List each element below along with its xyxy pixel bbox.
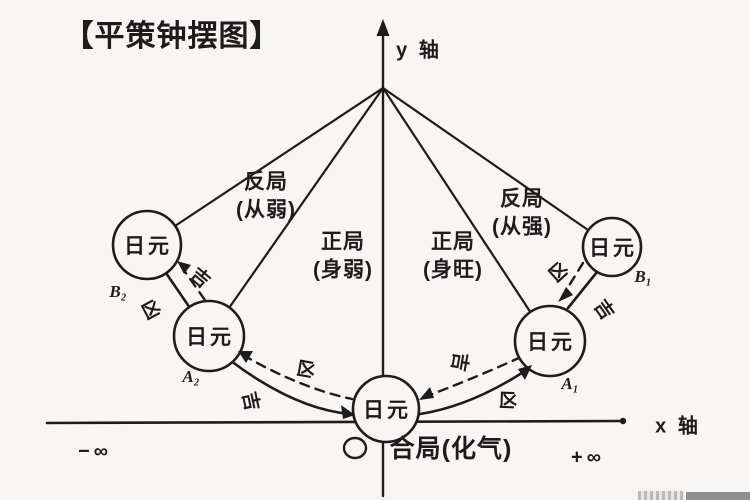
arrow-dashed-lower-left bbox=[238, 351, 253, 363]
positive-infinity-label: +∞ bbox=[571, 446, 605, 469]
region-left-inner-line1: 正局 bbox=[321, 230, 365, 254]
arrow-solid-right-arc bbox=[518, 365, 532, 380]
region-label-reverse-follow-strong: 反局 (从强) bbox=[492, 185, 552, 240]
path-segment-upper-left bbox=[164, 271, 192, 310]
region-right-outer-line2: (从强) bbox=[492, 215, 552, 238]
node-circle-upper-left bbox=[111, 209, 183, 281]
path-segment-upper-right bbox=[566, 270, 599, 310]
region-left-outer-line1: 反局 bbox=[244, 170, 288, 194]
dashed-arc-lower-right bbox=[422, 355, 523, 399]
node-label-upper-left: 日元 bbox=[124, 235, 172, 258]
arrow-dashed-lower-right bbox=[419, 387, 434, 400]
fan-line-outer-right bbox=[381, 86, 590, 232]
watermark-bar bbox=[686, 492, 750, 500]
region-label-normal-self-strong: 正局 (身旺) bbox=[423, 228, 483, 283]
path-arc-lower-left bbox=[229, 359, 352, 416]
diagram-title: 【平策钟摆图】 bbox=[63, 20, 281, 53]
node-circle-lower-right bbox=[513, 304, 587, 378]
node-label-lower-right: 日元 bbox=[527, 331, 575, 354]
y-axis-arrowhead bbox=[376, 19, 390, 36]
fan-line-inner-right bbox=[381, 86, 533, 315]
arrow-solid-left-arc bbox=[341, 405, 355, 419]
point-label-a2: A₂ bbox=[182, 367, 200, 386]
node-circle-bottom bbox=[351, 374, 421, 444]
region-right-outer-line1: 反局 bbox=[500, 187, 544, 211]
combined-structure-label: 合局(化气) bbox=[389, 435, 513, 463]
point-label-b1: B₁ bbox=[634, 267, 652, 286]
x-axis-line bbox=[45, 419, 622, 425]
region-right-inner-line1: 正局 bbox=[431, 230, 475, 254]
fan-line-outer-left bbox=[173, 86, 385, 228]
arrow-dashed-upper-right bbox=[558, 287, 573, 302]
x-axis-label: x 轴 bbox=[655, 415, 701, 438]
region-left-outer-line2: (从弱) bbox=[236, 198, 296, 221]
node-circle-upper-right bbox=[581, 216, 643, 278]
path-arc-lower-right bbox=[418, 367, 530, 416]
region-label-normal-self-weak: 正局 (身弱) bbox=[313, 228, 373, 283]
xiong-label-lower-right: 凶 bbox=[496, 390, 518, 410]
region-label-reverse-follow-weak: 反局 (从弱) bbox=[236, 168, 296, 223]
node-label-lower-left: 日元 bbox=[186, 326, 234, 349]
point-label-b2: B₂ bbox=[109, 282, 127, 301]
node-label-upper-right: 日元 bbox=[589, 237, 637, 260]
node-circle-lower-left bbox=[172, 299, 246, 373]
x-axis-end-dot bbox=[619, 417, 627, 425]
region-right-inner-line2: (身旺) bbox=[423, 258, 483, 281]
fan-line-inner-left bbox=[227, 86, 385, 310]
node-label-bottom: 日元 bbox=[363, 399, 411, 422]
region-left-inner-line2: (身弱) bbox=[313, 258, 373, 281]
negative-infinity-label: −∞ bbox=[78, 440, 112, 463]
watermark-smudge bbox=[638, 491, 684, 500]
arrow-dashed-upper-left bbox=[177, 261, 191, 274]
y-axis-label: y 轴 bbox=[396, 39, 442, 62]
point-label-a1: A₁ bbox=[561, 374, 579, 393]
origin-marker bbox=[342, 436, 368, 460]
